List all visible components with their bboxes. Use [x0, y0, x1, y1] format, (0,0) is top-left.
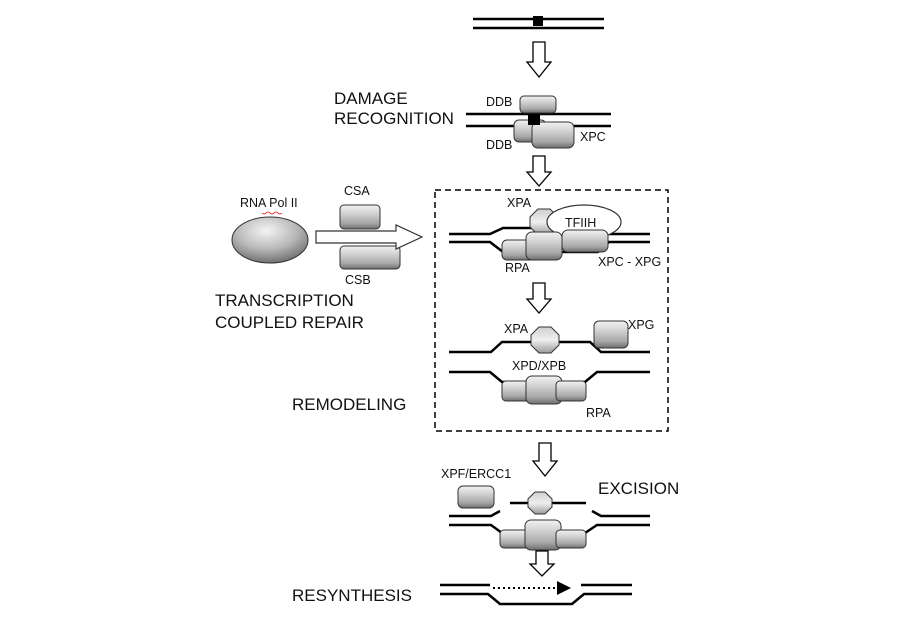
rpa-protein	[555, 529, 587, 549]
xpf-ercc1-label: XPF/ERCC1	[441, 467, 511, 481]
right-arrow	[315, 224, 424, 250]
down-arrow	[525, 282, 553, 314]
lesion-marker	[533, 16, 543, 26]
ddb-bottom-label: DDB	[486, 138, 512, 152]
csb-label: CSB	[345, 273, 371, 287]
rpa-2-label: RPA	[586, 406, 611, 420]
xpd-xpb-label: XPD/XPB	[512, 359, 566, 373]
csa-label: CSA	[344, 184, 370, 198]
xpg-label: XPG	[628, 318, 654, 332]
down-arrow	[531, 442, 559, 478]
xpa-2-label: XPA	[504, 322, 529, 336]
lesion-marker	[528, 115, 540, 125]
rna-pol-ii-label: RNA Pol II	[240, 196, 298, 210]
resynthesis-label: RESYNTHESIS	[292, 586, 412, 605]
resynthesis-dna	[440, 583, 632, 606]
remodeling-box	[434, 189, 669, 432]
xpc-label: XPC	[580, 130, 606, 144]
xpf-ercc1-protein	[457, 485, 495, 509]
damage-recognition-label-line1: DAMAGE	[334, 89, 408, 108]
xpc-protein	[531, 121, 575, 149]
tfiih-label: TFIIH	[565, 216, 596, 230]
remodeling-label: REMODELING	[292, 395, 406, 414]
excision-label: EXCISION	[598, 479, 679, 498]
ddb-top-protein	[519, 95, 557, 114]
down-arrow	[525, 155, 553, 187]
xpa-protein	[530, 326, 560, 354]
ddb-top-label: DDB	[486, 95, 512, 109]
down-arrow	[525, 41, 553, 79]
rna-pol-ii-protein	[231, 216, 309, 264]
transcription-coupled-repair-label-line2: COUPLED REPAIR	[215, 313, 364, 332]
down-arrow	[528, 550, 556, 577]
csb-protein	[339, 245, 401, 270]
xpa-protein	[527, 491, 553, 515]
xpc-xpg-core-protein	[525, 231, 563, 261]
squiggle-underline	[261, 211, 283, 215]
xpg-protein	[561, 229, 609, 253]
synthesis-arrowhead	[557, 581, 571, 595]
xpc-xpg-label: XPC - XPG	[598, 255, 661, 269]
damage-recognition-label-line2: RECOGNITION	[334, 109, 454, 128]
rpa-protein	[555, 380, 587, 402]
transcription-coupled-repair-label-line1: TRANSCRIPTION	[215, 291, 354, 310]
xpg-protein	[593, 320, 629, 349]
csa-protein	[339, 204, 381, 230]
rpa-1-label: RPA	[505, 261, 530, 275]
xpa-1-label: XPA	[507, 196, 532, 210]
